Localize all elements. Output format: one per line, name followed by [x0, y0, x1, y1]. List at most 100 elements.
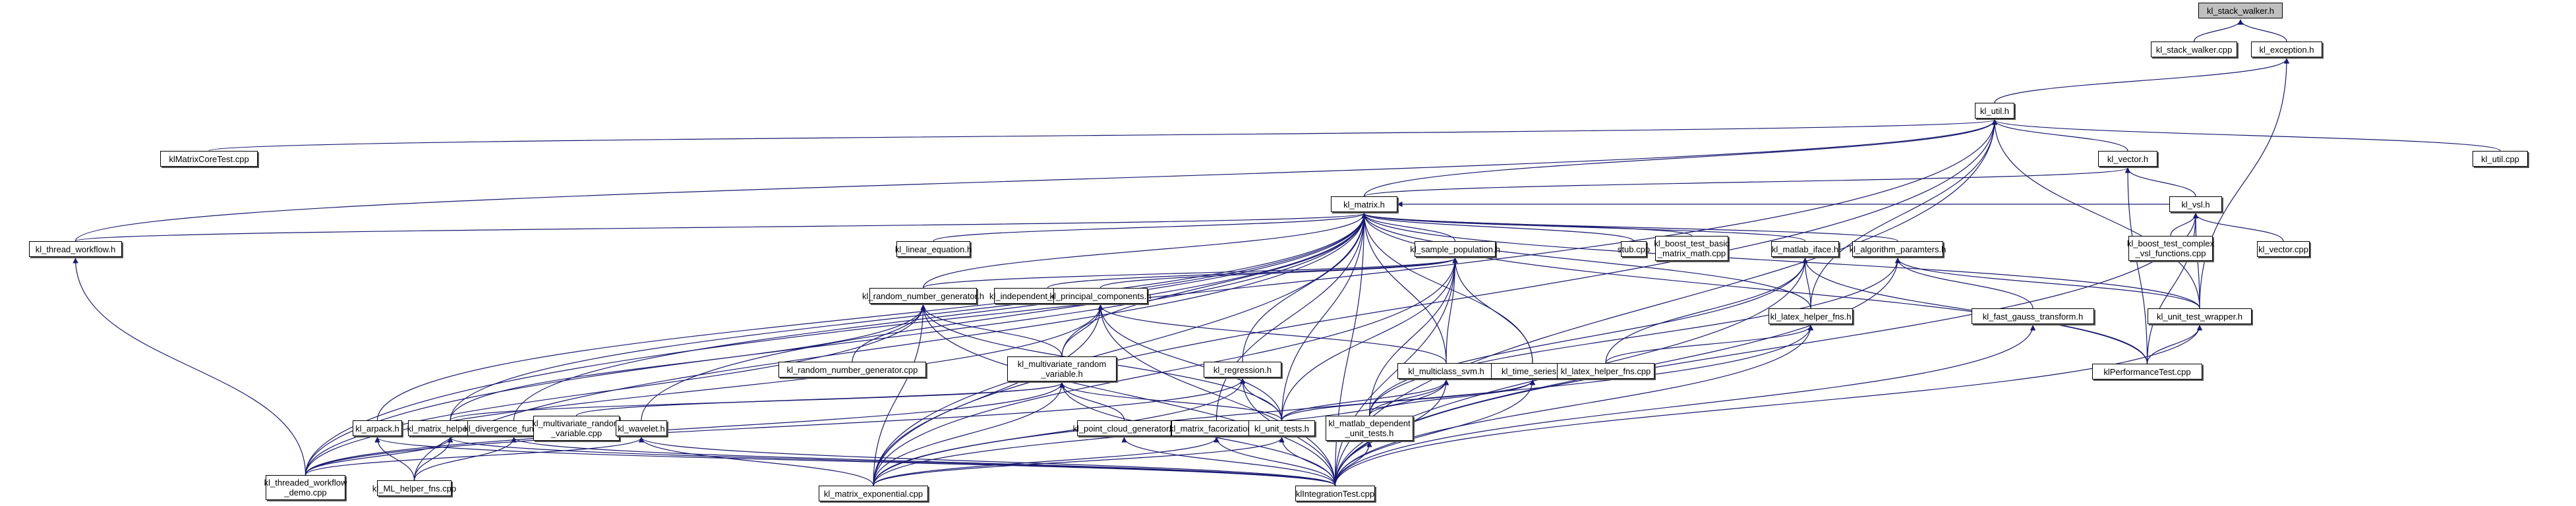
- node-vector-cpp[interactable]: kl_vector.cpp: [2257, 241, 2310, 257]
- edge-multiclass-svm-h-to-matrix-h: [1361, 213, 1447, 364]
- edge-vsl-h-to-vector-h: [2124, 167, 2196, 197]
- edge-matrix-exponential-cpp-to-matrix-factorizations-h: [873, 437, 1219, 486]
- edge-matlab-dependent-unit-tests-h-to-matlab-iface-h: [1368, 258, 1808, 416]
- edge-integration-test-cpp-to-matlab-dependent-unit-tests-h: [1334, 441, 1372, 486]
- edge-time-series-h-to-matrix-h: [1361, 213, 1533, 364]
- edge-integration-test-cpp-to-wavelet-h: [639, 437, 1336, 486]
- edge-multivariate-random-variable-h-to-matrix-h: [1061, 213, 1367, 357]
- node-stack-walker-cpp[interactable]: kl_stack_walker.cpp: [2151, 42, 2237, 57]
- edge-ml-helper-fns-cpp-to-arpack-h: [374, 437, 415, 481]
- edge-integration-test-cpp-to-latex-helper-fns-h: [1334, 325, 1814, 486]
- edge-stack-walker-cpp-to-stack-walker-h: [2193, 19, 2244, 42]
- edge-unit-tests-h-to-multivariate-random-variable-h: [1059, 382, 1283, 421]
- edge-algorithm-params-h-to-matrix-h: [1361, 213, 1898, 242]
- node-matrix-h[interactable]: kl_matrix.h: [1331, 196, 1397, 212]
- edge-latex-helper-fns-h-to-matlab-iface-h: [1802, 258, 1811, 309]
- edge-performance-test-cpp-to-matrix-h: [1361, 213, 2148, 364]
- node-point-cloud-generator-h[interactable]: kl_point_cloud_generator.h: [1072, 420, 1176, 436]
- edge-stub-cpp-to-matrix-h: [1361, 213, 1635, 242]
- node-unit-tests-h[interactable]: kl_unit_tests.h: [1248, 420, 1315, 436]
- edge-arpack-h-to-matrix-h: [376, 213, 1367, 421]
- edge-integration-test-cpp-to-matrix-factorizations-h: [1214, 437, 1336, 486]
- node-stack-walker-h[interactable]: kl_stack_walker.h: [2198, 3, 2283, 18]
- edge-unit-test-wrapper-h-to-exception-h: [2199, 58, 2290, 309]
- edge-matrix-exponential-cpp-to-latex-helper-fns-h: [873, 325, 1814, 486]
- node-util-h[interactable]: kl_util.h: [1975, 103, 2014, 119]
- node-matrix-exponential-cpp[interactable]: kl_matrix_exponential.cpp: [819, 486, 928, 501]
- node-vsl-h[interactable]: kl_vsl.h: [2169, 196, 2222, 212]
- edge-vector-h-to-util-h: [1991, 119, 2128, 152]
- edge-multiclass-svm-h-to-sample-population-h: [1446, 258, 1458, 364]
- edge-threaded-workflow-demo-cpp-to-multivariate-random-variable-h: [305, 382, 1065, 476]
- node-principal-components-h[interactable]: kl_principal_components.h: [1050, 288, 1151, 304]
- edge-regression-h-to-matrix-h: [1242, 213, 1367, 362]
- node-fast-gauss-transform-h[interactable]: kl_fast_gauss_transform.h: [1972, 308, 2094, 324]
- edge-matrix-h-to-vector-h: [1363, 167, 2130, 197]
- edge-latex-helper-fns-h-to-util-h: [1810, 119, 1998, 309]
- edge-boost-complex-cpp-to-vsl-h: [2170, 213, 2199, 237]
- node-stub-cpp[interactable]: stub.cpp: [1618, 241, 1650, 257]
- node-threaded-workflow-demo-cpp[interactable]: kl_threaded_workflow _demo.cpp: [264, 475, 347, 500]
- edge-threaded-workflow-demo-cpp-to-principal-components-h: [305, 304, 1103, 476]
- edge-matlab-dependent-unit-tests-h-to-algorithm-params-h: [1368, 258, 1901, 416]
- node-unit-test-wrapper-h[interactable]: kl_unit_test_wrapper.h: [2148, 308, 2252, 324]
- edge-util-h-to-exception-h: [1994, 58, 2290, 103]
- edge-matrix-factorizations-h-to-matrix-h: [1215, 213, 1367, 421]
- edge-integration-test-cpp-to-time-series-h: [1334, 380, 1536, 486]
- node-wavelet-h[interactable]: kl_wavelet.h: [616, 420, 667, 436]
- node-ml-helper-fns-cpp[interactable]: kl_ML_helper_fns.cpp: [372, 480, 456, 496]
- edge-matrix-exponential-cpp-to-regression-h: [873, 378, 1246, 486]
- edge-matlab-iface-h-to-matrix-h: [1361, 213, 1806, 242]
- edge-independent-components-h-to-sample-population-h: [1047, 258, 1458, 289]
- node-exception-h[interactable]: kl_exception.h: [2251, 42, 2322, 57]
- node-arpack-h[interactable]: kl_arpack.h: [353, 420, 402, 436]
- edge-matrix-helper-fns-h-to-matrix-h: [450, 213, 1367, 421]
- edge-threaded-workflow-demo-cpp-to-regression-h: [305, 378, 1246, 476]
- node-linear-equation-h[interactable]: kl_linear_equation.h: [895, 241, 972, 257]
- node-boost-basic-cpp[interactable]: kl_boost_test_basic _matrix_math.cpp: [1654, 236, 1730, 261]
- edge-multiclass-svm-h-to-principal-components-h: [1098, 304, 1447, 364]
- edge-threaded-workflow-demo-cpp-to-random-number-generator-h: [305, 304, 926, 476]
- edge-unit-test-wrapper-h-to-util-h: [1991, 119, 2200, 309]
- node-matlab-dependent-unit-tests-h[interactable]: kl_matlab_dependent _unit_tests.h: [1326, 416, 1413, 441]
- node-matlab-iface-h[interactable]: kl_matlab_iface.h: [1771, 241, 1839, 257]
- edge-ml-helper-fns-cpp-to-divergence-functions-h: [413, 437, 517, 481]
- node-matrix-core-test[interactable]: klMatrixCoreTest.cpp: [160, 151, 258, 167]
- node-sample-population-h[interactable]: kl_sample_population.h: [1410, 241, 1500, 257]
- node-multiclass-svm-h[interactable]: kl_multiclass_svm.h: [1397, 363, 1495, 379]
- node-random-number-generator-cpp[interactable]: kl_random_number_generator.cpp: [778, 362, 926, 378]
- edge-unit-test-wrapper-h-to-matrix-h: [1361, 213, 2200, 309]
- node-integration-test-cpp[interactable]: klIntegrationTest.cpp: [1295, 486, 1375, 501]
- edge-integration-test-cpp-to-unit-tests-h: [1279, 437, 1336, 486]
- edge-thread-workflow-h-to-util-h: [74, 119, 1997, 242]
- node-thread-workflow-h[interactable]: kl_thread_workflow.h: [29, 241, 122, 257]
- edge-threaded-workflow-demo-cpp-to-wavelet-h: [305, 437, 645, 476]
- edge-matrix-exponential-cpp-to-wavelet-h: [638, 437, 874, 486]
- node-regression-h[interactable]: kl_regression.h: [1204, 362, 1281, 378]
- edge-integration-test-cpp-to-principal-components-h: [1098, 304, 1336, 486]
- node-multivariate-random-variable-h[interactable]: kl_multivariate_random _variable.h: [1007, 356, 1117, 381]
- edge-unit-tests-h-to-sample-population-h: [1281, 258, 1458, 421]
- edge-matrix-core-test-to-util-h: [208, 119, 1997, 152]
- node-latex-helper-fns-h[interactable]: kl_latex_helper_fns.h: [1769, 308, 1853, 324]
- node-vector-h[interactable]: kl_vector.h: [2098, 151, 2157, 167]
- edge-matlab-dependent-unit-tests-h-to-sample-population-h: [1368, 258, 1458, 416]
- node-latex-helper-fns-cpp[interactable]: kl_latex_helper_fns.cpp: [1557, 363, 1654, 379]
- edge-random-number-generator-h-to-matrix-h: [922, 213, 1367, 289]
- edge-matlab-dependent-unit-tests-h-to-time-series-h: [1368, 380, 1536, 416]
- node-random-number-generator-h[interactable]: kl_random_number_generator.h: [862, 288, 984, 304]
- node-matrix-factorizations-h[interactable]: kl_matrix_facorizations.h: [1169, 420, 1264, 436]
- edge-fast-gauss-transform-h-to-algorithm-params-h: [1894, 258, 2034, 309]
- node-algorithm-params-h[interactable]: kl_algorithm_paramters.h: [1850, 241, 1946, 257]
- edge-threaded-workflow-demo-cpp-to-thread-workflow-h: [73, 258, 307, 476]
- edge-matrix-exponential-cpp-to-unit-tests-h: [873, 437, 1285, 486]
- edge-vector-cpp-to-vsl-h: [2192, 213, 2284, 242]
- edge-util-cpp-to-util-h: [1992, 119, 2501, 152]
- edge-integration-test-cpp-to-matrix-h: [1334, 213, 1367, 486]
- node-boost-complex-cpp[interactable]: kl_boost_test_complex _vsl_functions.cpp: [2127, 236, 2214, 261]
- edge-integration-test-cpp-to-unit-test-wrapper-h: [1334, 325, 2203, 486]
- node-multivariate-random-variable-cpp[interactable]: kl_multivariate_random _variable.cpp: [532, 416, 621, 441]
- edge-latex-helper-fns-h-to-matrix-h: [1361, 213, 1811, 309]
- node-util-cpp[interactable]: kl_util.cpp: [2473, 151, 2528, 167]
- node-performance-test-cpp[interactable]: klPerformanceTest.cpp: [2092, 364, 2202, 380]
